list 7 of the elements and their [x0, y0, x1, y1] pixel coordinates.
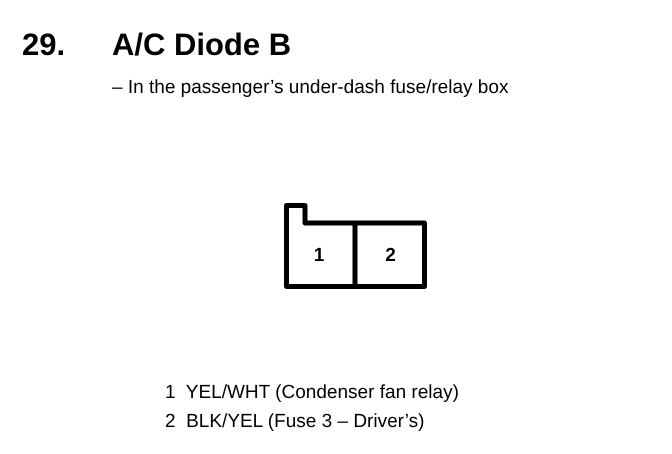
pin-description: 2 BLK/YEL (Fuse 3 – Driver’s): [165, 411, 424, 433]
pin-number: 1: [284, 223, 354, 289]
title: A/C Diode B: [112, 27, 292, 63]
pin-description: 1 YEL/WHT (Condenser fan relay): [165, 382, 459, 404]
section-number: 29.: [22, 27, 66, 63]
location-note: – In the passenger’s under-dash fuse/relay box: [112, 77, 508, 99]
pin-number: 2: [354, 223, 427, 289]
